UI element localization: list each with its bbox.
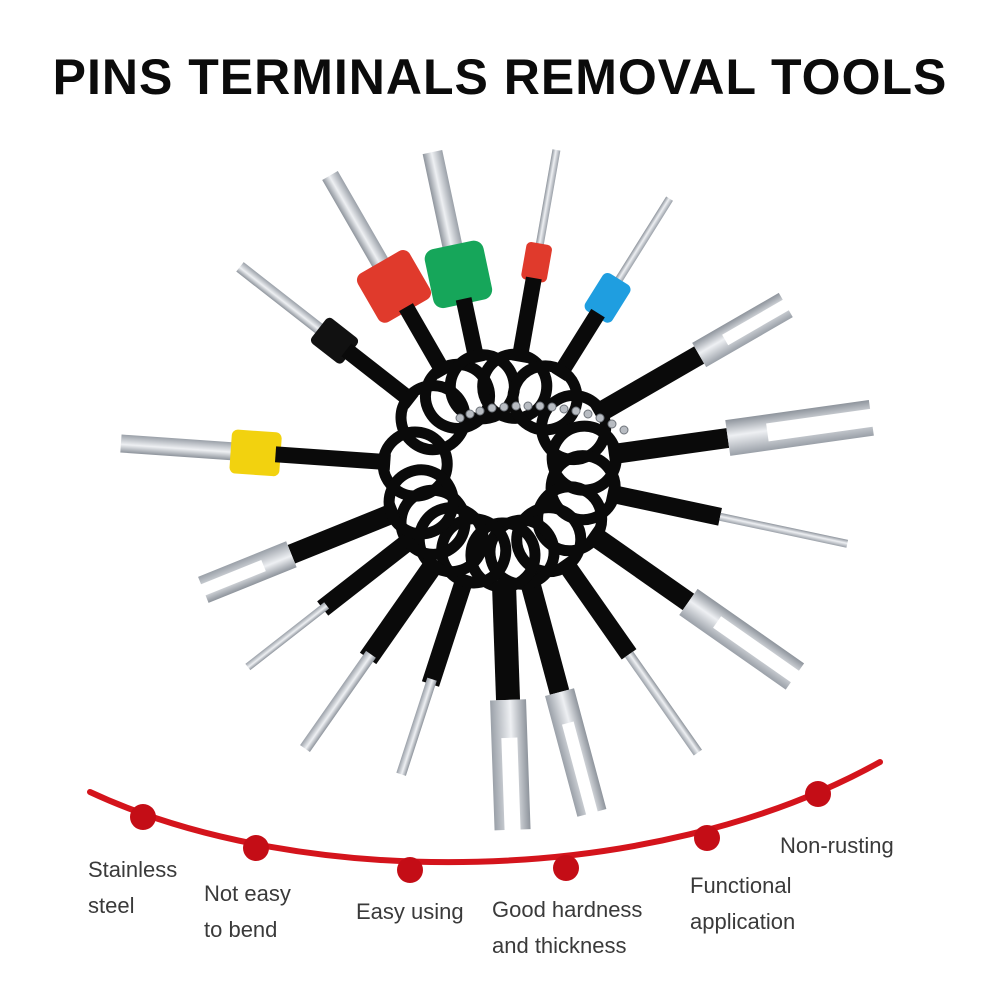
feature-label-stainless: Stainless steel [88,857,178,918]
feature-label-not-easy-bend: Not easy to bend [204,881,291,942]
tool-set [120,149,874,831]
fork-tool-5 [511,502,702,756]
feature-dots [130,781,831,883]
fork-tool-7 [465,517,541,831]
feature-curve [87,759,883,866]
feature-dot [553,855,579,881]
feature-label-non-rusting: Non-rusting [780,833,894,858]
feature-dot [694,825,720,851]
fork-tool-9 [300,502,489,752]
feature-dot [243,835,269,861]
feature-dot [805,781,831,807]
feature-label-functional: Functional application [690,873,796,934]
feature-dot [130,804,156,830]
fork-tool-3 [545,450,849,548]
pin-tool-orange [477,149,561,424]
pin-tool-yellow [120,426,453,502]
fork-tool-11 [198,464,459,603]
pin-tool-red [322,171,495,434]
feature-dot [397,857,423,883]
ball-chain [455,401,629,435]
pin-tool-blue [507,196,673,436]
feature-label-easy-using: Easy using [356,899,464,924]
fork-tool-8 [396,513,512,776]
feature-label-hardness: Good hardness and thickness [492,897,643,958]
pin-tool-black [236,262,471,456]
page-title: PINS TERMINALS REMOVAL TOOLS [52,49,948,105]
